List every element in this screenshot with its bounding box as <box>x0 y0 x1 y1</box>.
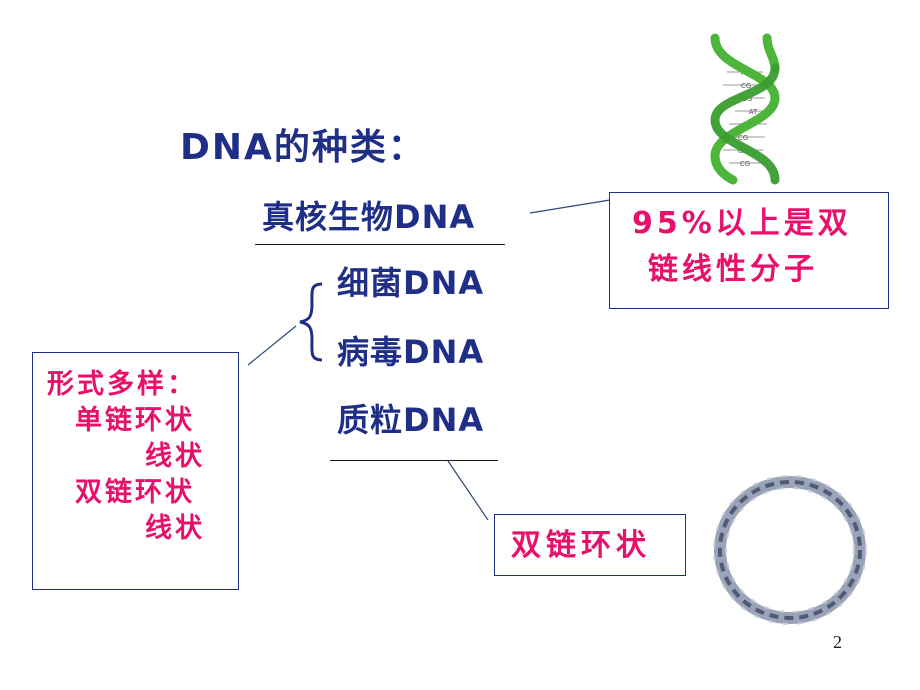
right-box-line-1: 95%以上是双 <box>632 206 852 241</box>
forms-line-4: 线状 <box>145 513 205 544</box>
page-number: 2 <box>833 632 842 652</box>
helix-pair-label: AT <box>749 108 758 116</box>
forms-heading: 形式多样： <box>47 369 197 400</box>
helix-pair-label: CG <box>738 134 748 142</box>
forms-diverse-box: 形式多样： 单链环状 线状 双链环状 线状 <box>32 352 239 590</box>
helix-pair-label: CG <box>740 160 750 168</box>
item-bacteria-dna: 细菌DNA <box>337 264 485 302</box>
plasmid-divider <box>330 460 498 461</box>
forms-line-2: 线状 <box>145 441 205 472</box>
right-box-line-2: 链线性分子 <box>648 252 818 287</box>
slide-title: DNA的种类： <box>180 127 426 168</box>
helix-pair-label: CG <box>741 82 751 90</box>
bottom-box-label: 双链环状 <box>511 528 651 563</box>
eukaryote-divider <box>255 244 505 245</box>
forms-line-3: 双链环状 <box>75 477 195 508</box>
double-strand-circular-box: 双链环状 <box>494 514 686 576</box>
curly-brace <box>299 282 323 362</box>
item-eukaryote-dna: 真核生物DNA <box>262 198 476 236</box>
item-plasmid-dna: 质粒DNA <box>337 401 485 439</box>
circular-dna-illustration <box>713 475 867 625</box>
forms-line-1: 单链环状 <box>75 405 195 436</box>
double-strand-linear-box: 95%以上是双 链线性分子 <box>609 192 889 309</box>
item-virus-dna: 病毒DNA <box>337 333 485 371</box>
